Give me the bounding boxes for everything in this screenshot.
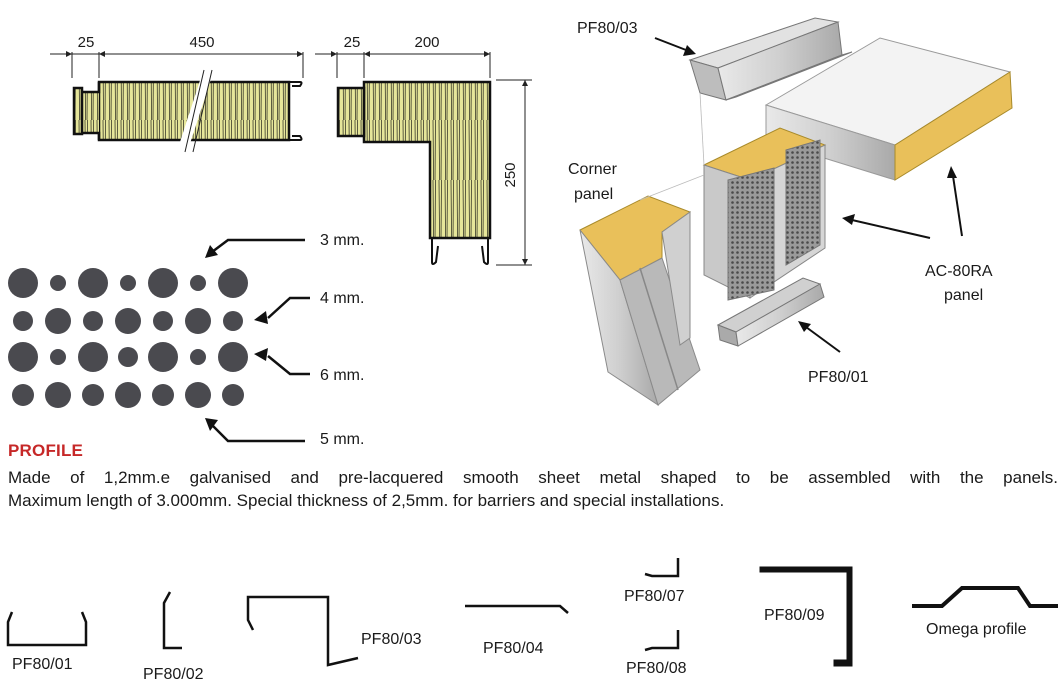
profile-heading: PROFILE: [8, 441, 84, 460]
dim-corner-height: 250: [502, 162, 519, 187]
label-top-profile: PF80/03: [577, 20, 638, 37]
profile-pf80-01-shape: [6, 611, 88, 647]
perforated-panel: [702, 127, 827, 301]
label-bottom-profile: PF80/01: [808, 369, 869, 386]
profile-label-omega: Omega profile: [926, 621, 1027, 638]
profile-shapes: [6, 558, 1058, 667]
profile-pf80-02-shape: [162, 591, 182, 650]
profile-pf80-07-shape: [644, 558, 680, 578]
profile-label-pf80-09: PF80/09: [764, 607, 825, 624]
corner-panel-3d: [579, 195, 701, 407]
dim-corner-flange: 25: [344, 34, 361, 51]
profile-label-pf80-01: PF80/01: [12, 656, 73, 673]
label-corner-panel-line2: panel: [574, 186, 613, 203]
ac-80ra-panel: [764, 37, 1013, 181]
straight-panel-section: 25 450: [50, 34, 304, 155]
profile-description-line2: Maximum length of 3.000mm. Special thick…: [8, 491, 725, 510]
profile-omega-shape: [912, 586, 1058, 608]
perforation-label-3mm: 3 mm.: [320, 232, 364, 249]
profile-pf80-04-shape: [465, 604, 569, 614]
profile-label-pf80-03: PF80/03: [361, 631, 422, 648]
profile-description-line1: Made of 1,2mm.e galvanised and pre-lacqu…: [8, 468, 1058, 487]
exploded-leaders: [654, 37, 963, 353]
dim-straight-flange: 25: [78, 34, 95, 51]
profile-label-pf80-02: PF80/02: [143, 666, 204, 683]
bottom-profile-pf80-01: [716, 277, 825, 347]
perforation-label-6mm: 6 mm.: [320, 367, 364, 384]
label-panel-line1: AC-80RA: [925, 263, 993, 280]
perforation-samples: [8, 268, 248, 408]
exploded-assembly: [579, 17, 1013, 407]
profile-label-pf80-08: PF80/08: [626, 660, 687, 677]
dim-corner-width: 200: [414, 34, 439, 51]
dim-straight-width: 450: [189, 34, 214, 51]
label-corner-panel-line1: Corner: [568, 161, 618, 178]
perforation-label-4mm: 4 mm.: [320, 290, 364, 307]
profile-label-pf80-04: PF80/04: [483, 640, 544, 657]
corner-panel-section: 25 200 250: [315, 34, 532, 266]
top-profile-pf80-03: [688, 17, 853, 101]
profile-pf80-09-shape: [759, 566, 853, 667]
perforation-leaders: [211, 238, 310, 443]
label-panel-line2: panel: [944, 287, 983, 304]
perforation-label-5mm: 5 mm.: [320, 431, 364, 448]
profile-pf80-03-shape: [246, 595, 359, 667]
profile-label-pf80-07: PF80/07: [624, 588, 685, 605]
profile-description: Made of 1,2mm.e galvanised and pre-lacqu…: [8, 466, 1058, 512]
perforation-arrowheads: [205, 245, 268, 431]
profile-pf80-08-shape: [644, 630, 680, 652]
